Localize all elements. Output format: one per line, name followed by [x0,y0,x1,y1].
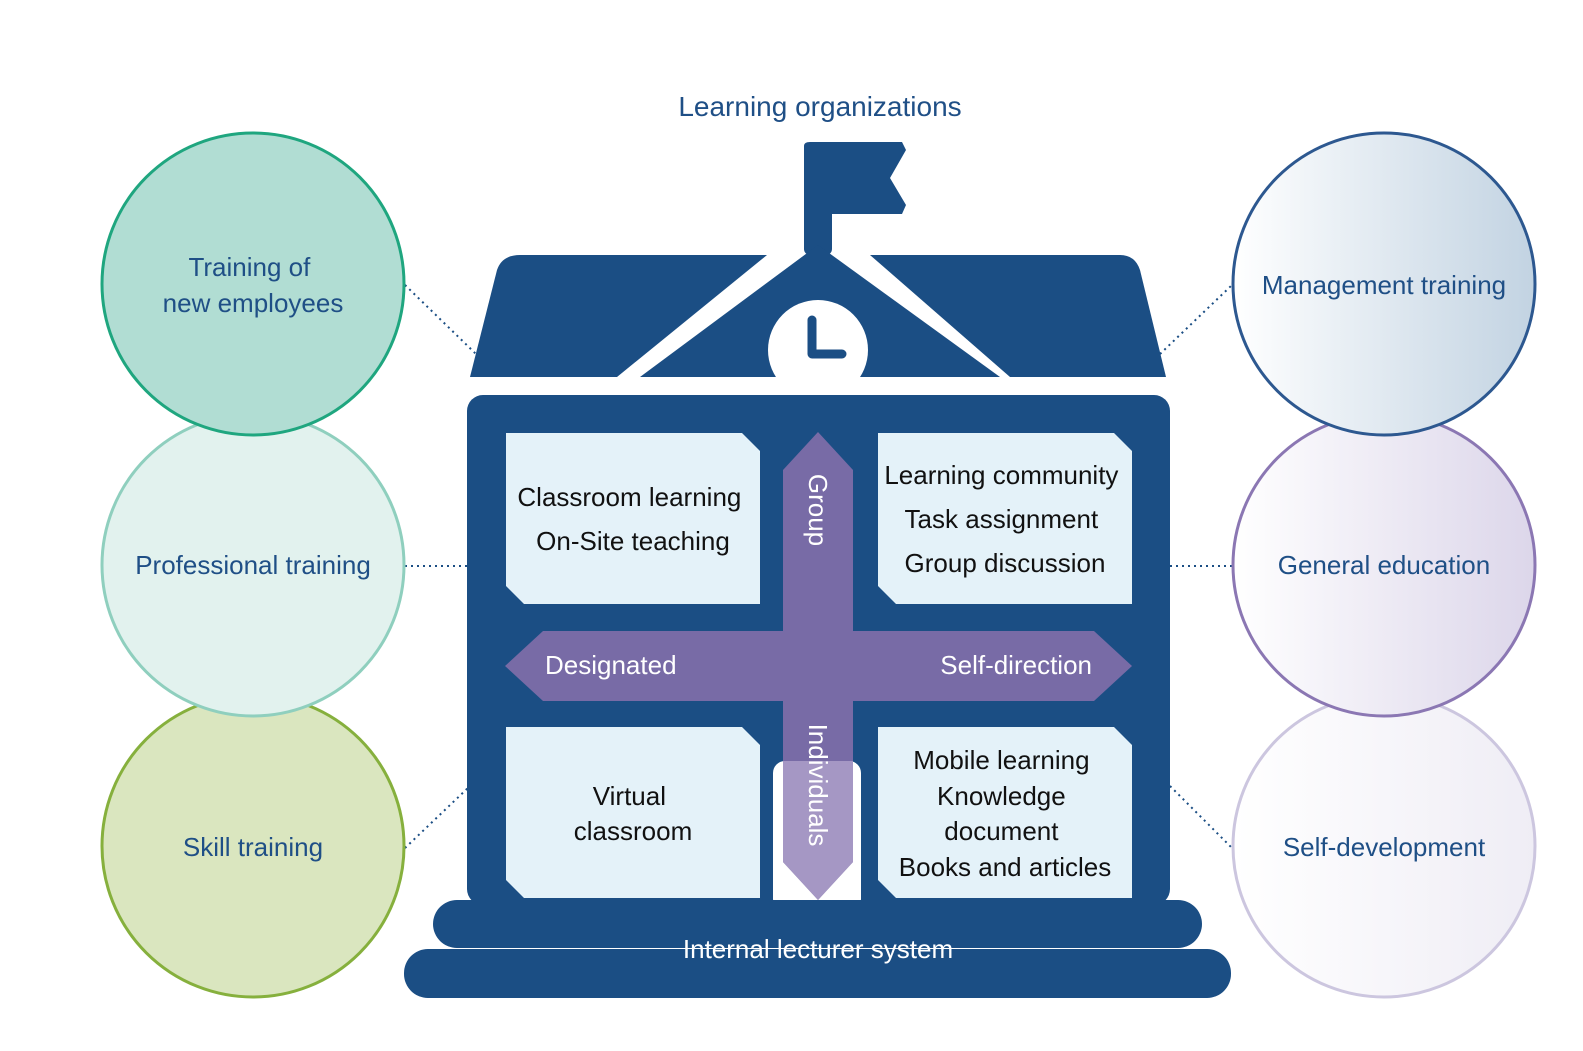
right-circles [1231,131,1537,999]
panel-top-right [878,433,1132,604]
label-skill-training: Skill training [183,832,323,862]
connectors [404,284,1233,849]
vertical-arrow-lower [783,761,853,900]
panel-top-left-text: Classroom learning On-Site teaching [517,482,748,556]
axis-label-individuals: Individuals [803,724,833,847]
panel-top-right-text: Learning community Task assignment Group… [884,460,1125,578]
base-step-top [433,900,1202,948]
building [404,142,1231,998]
base-step-bottom [404,949,1231,998]
label-management-training: Management training [1262,270,1506,300]
panel-bottom-right-text: Mobile learning Knowledge document Books… [899,745,1111,882]
label-self-development: Self-development [1283,832,1486,862]
left-circles [100,131,406,999]
axis-label-group: Group [803,474,833,546]
axis-label-self-direction: Self-direction [940,650,1092,680]
diagram-title: Learning organizations [678,91,961,122]
axis-label-designated: Designated [545,650,677,680]
panel-bottom-right [878,727,1132,898]
circle-training-new-employees [100,131,406,437]
label-professional-training: Professional training [135,550,371,580]
panel-bottom-left-text: Virtual classroom [574,781,692,846]
label-training-new-employees: Training of new employees [163,252,344,318]
panel-bottom-left [506,727,760,898]
panel-top-left [506,433,760,604]
circle-management-training [1231,131,1537,437]
clock-icon [768,300,868,400]
label-general-education: General education [1278,550,1490,580]
base-label: Internal lecturer system [683,934,953,964]
flag-icon [804,142,906,255]
